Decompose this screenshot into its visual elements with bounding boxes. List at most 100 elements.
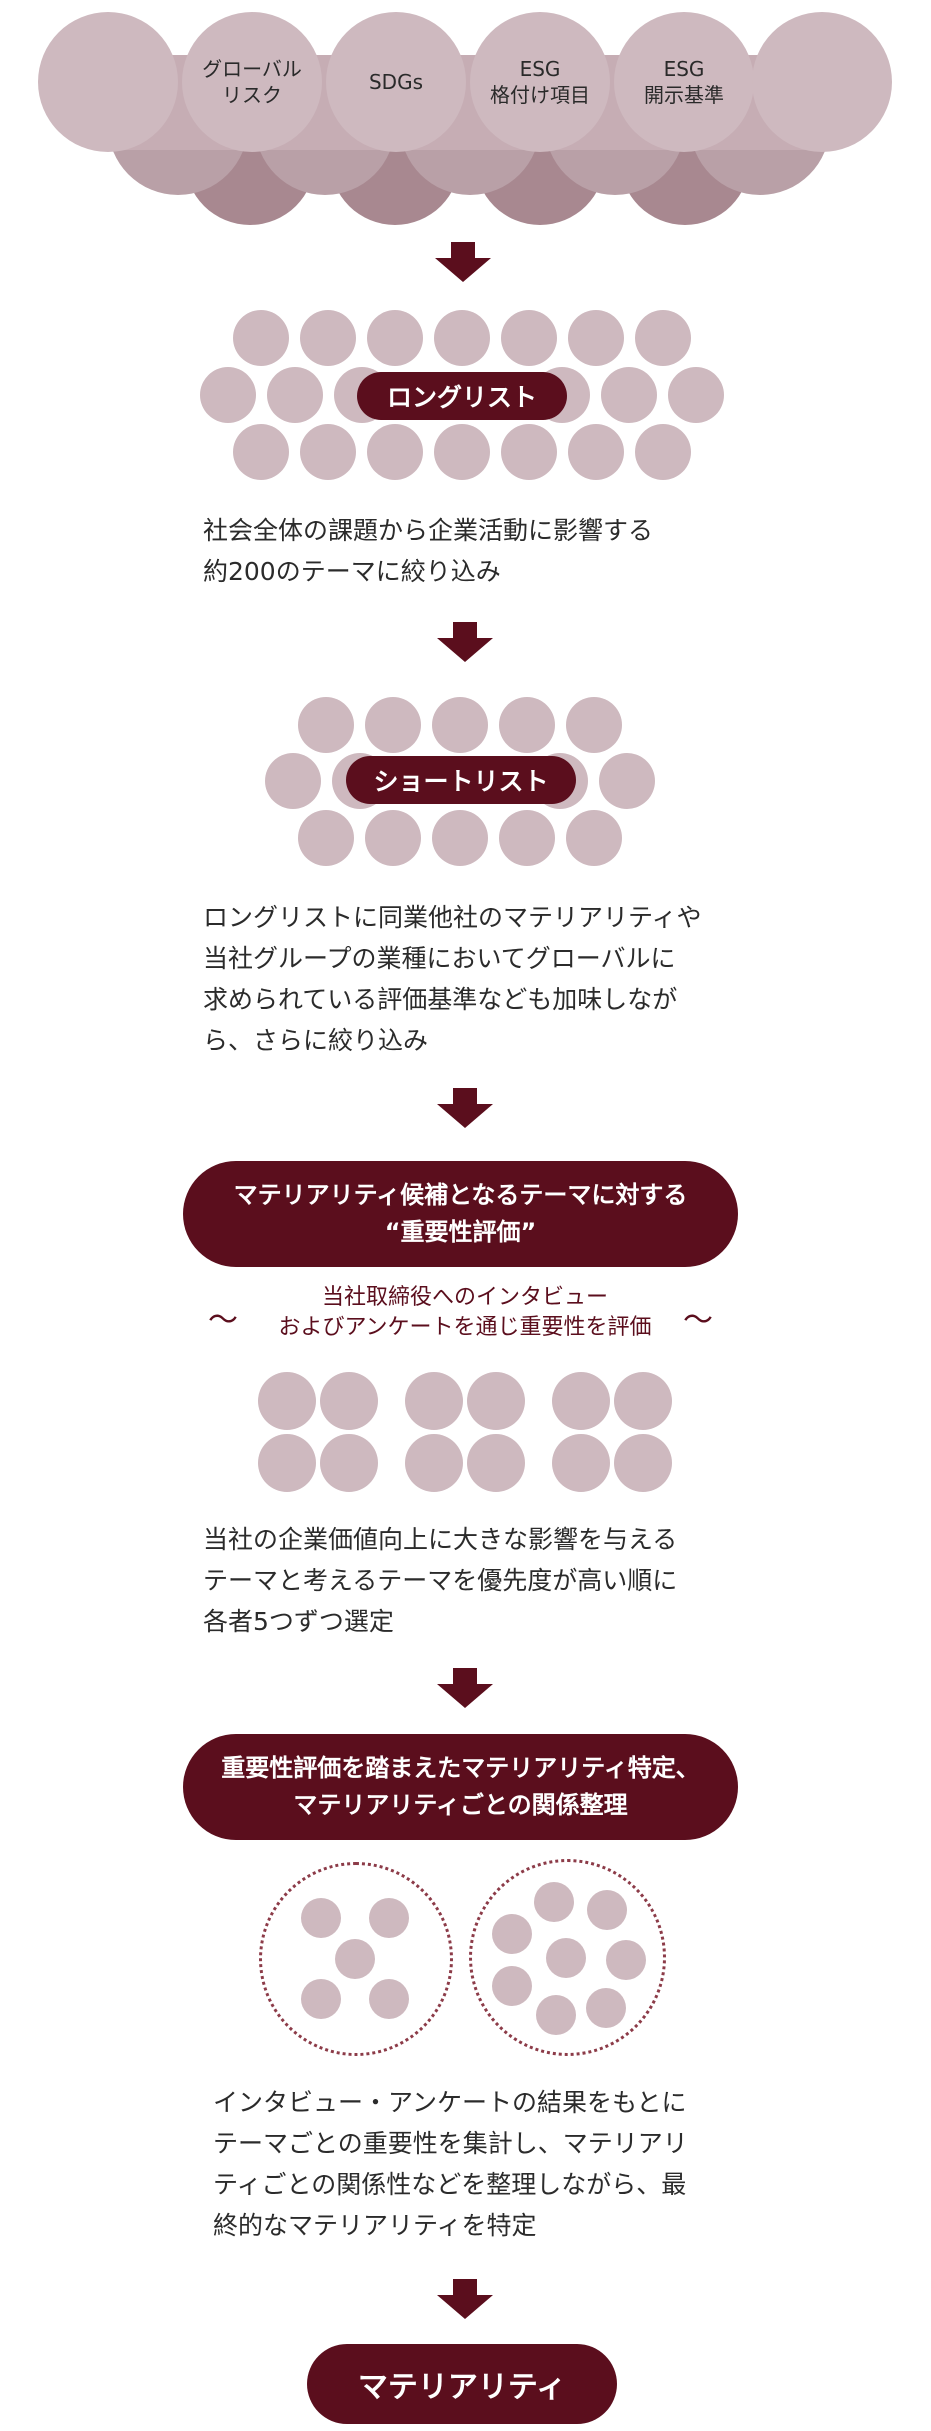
description-line: ら、さらに絞り込み <box>203 1026 429 1055</box>
identification-description: インタビュー・アンケートの結果をもとに テーマごとの重要性を集計し、マテリアリ … <box>213 2082 688 2246</box>
cluster-dot <box>534 1882 574 1922</box>
description-line: 終的なマテリアリティを特定 <box>213 2211 537 2240</box>
longlist-dot <box>233 310 289 366</box>
evaluation-dot <box>320 1434 378 1492</box>
cluster-dot <box>587 1890 627 1930</box>
down-arrow-icon <box>437 1088 493 1128</box>
source-label-global-risk: グローバル リスク <box>202 57 302 107</box>
dotted-cluster-left <box>259 1862 453 2056</box>
identification-pill-line: 重要性評価を踏まえたマテリアリティ特定、 <box>221 1754 700 1782</box>
source-circle-esg-disclosure <box>614 12 754 152</box>
evaluation-dot <box>552 1434 610 1492</box>
source-circle-sdgs <box>326 12 466 152</box>
evaluation-pill-line: マテリアリティ候補となるテーマに対する <box>233 1181 688 1209</box>
longlist-dot <box>300 424 356 480</box>
description-line: 当社グループの業種においてグローバルに <box>203 944 676 973</box>
evaluation-dot <box>552 1372 610 1430</box>
identification-pill: 重要性評価を踏まえたマテリアリティ特定、 マテリアリティごとの関係整理 <box>183 1734 738 1840</box>
evaluation-dot <box>405 1372 463 1430</box>
cluster-dot <box>335 1939 375 1979</box>
evaluation-description: 当社の企業価値向上に大きな影響を与える テーマと考えるテーマを優先度が高い順に … <box>203 1519 677 1642</box>
source-label-sdgs: SDGs <box>368 70 423 94</box>
cluster-dot <box>492 1914 532 1954</box>
evaluation-tilde-left: 〜 <box>208 1303 238 1338</box>
description-line: 当社の企業価値向上に大きな影響を与える <box>203 1525 678 1554</box>
description-line: テーマごとの重要性を集計し、マテリアリ <box>213 2129 688 2158</box>
longlist-dot <box>501 424 557 480</box>
subtitle-line: およびアンケートを通じ重要性を評価 <box>278 1315 652 1340</box>
description-line: 求められている評価基準なども加味しなが <box>203 985 678 1014</box>
longlist-dot <box>434 310 490 366</box>
description-line: テーマと考えるテーマを優先度が高い順に <box>203 1566 678 1595</box>
evaluation-pill-line: “重要性評価” <box>384 1218 537 1246</box>
source-label-esg-rating: ESG 格付け項目 <box>490 57 590 107</box>
longlist-pill: ロングリスト <box>357 372 567 420</box>
shortlist-dot <box>365 810 421 866</box>
evaluation-dot <box>467 1434 525 1492</box>
source-circle-global-risk <box>182 12 322 152</box>
materiality-pill-label: マテリアリティ <box>357 2370 567 2405</box>
shortlist-description: ロングリストに同業他社のマテリアリティや 当社グループの業種においてグローバルに… <box>203 897 702 1061</box>
shortlist-dot <box>265 753 321 809</box>
longlist-dot <box>568 310 624 366</box>
evaluation-tilde-right: 〜 <box>683 1303 713 1338</box>
source-circle <box>38 12 178 152</box>
cluster-dot <box>536 1995 576 2035</box>
cluster-dot <box>492 1966 532 2006</box>
longlist-dot <box>601 367 657 423</box>
shortlist-dot <box>365 697 421 753</box>
cluster-dot <box>369 1979 409 2019</box>
down-arrow-icon <box>435 242 491 282</box>
dotted-cluster-right <box>469 1859 666 2056</box>
longlist-dot <box>635 310 691 366</box>
evaluation-dot <box>614 1434 672 1492</box>
longlist-description: 社会全体の課題から企業活動に影響する 約200のテーマに絞り込み <box>203 510 653 592</box>
description-line: 社会全体の課題から企業活動に影響する <box>203 516 654 545</box>
longlist-dot <box>434 424 490 480</box>
down-arrow-icon <box>437 1668 493 1708</box>
source-circle-esg-rating <box>470 12 610 152</box>
description-line: インタビュー・アンケートの結果をもとに <box>213 2088 687 2117</box>
shortlist-dot <box>566 697 622 753</box>
cluster-dot <box>586 1988 626 2028</box>
evaluation-dot <box>405 1434 463 1492</box>
cluster-dot <box>369 1898 409 1938</box>
shortlist-dot <box>599 753 655 809</box>
shortlist-pill-label: ショートリスト <box>373 767 549 796</box>
longlist-dot <box>200 367 256 423</box>
shortlist-dot <box>298 697 354 753</box>
longlist-dot <box>635 424 691 480</box>
longlist-dot <box>367 310 423 366</box>
evaluation-pill: マテリアリティ候補となるテーマに対する “重要性評価” <box>183 1161 738 1267</box>
shortlist-dot <box>499 810 555 866</box>
evaluation-dot <box>258 1372 316 1430</box>
cluster-dot <box>546 1938 586 1978</box>
longlist-pill-label: ロングリスト <box>386 383 537 412</box>
description-line: ロングリストに同業他社のマテリアリティや <box>203 903 702 932</box>
evaluation-dot <box>258 1434 316 1492</box>
down-arrow-icon <box>437 622 493 662</box>
cluster-dot <box>301 1979 341 2019</box>
longlist-dot <box>668 367 724 423</box>
materiality-pill: マテリアリティ <box>307 2344 617 2424</box>
cluster-dot <box>606 1940 646 1980</box>
identification-pill-line: マテリアリティごとの関係整理 <box>293 1791 628 1819</box>
longlist-dot <box>501 310 557 366</box>
cluster-dot <box>301 1898 341 1938</box>
source-label-esg-disclosure: ESG 開示基準 <box>644 57 724 107</box>
evaluation-dot <box>467 1372 525 1430</box>
description-line: ティごとの関係性などを整理しながら、最 <box>213 2170 687 2199</box>
shortlist-dot <box>298 810 354 866</box>
shortlist-dot <box>432 810 488 866</box>
evaluation-dot <box>614 1372 672 1430</box>
longlist-dot <box>367 424 423 480</box>
source-circle <box>752 12 892 152</box>
longlist-dot <box>568 424 624 480</box>
evaluation-subtitle: 当社取締役へのインタビュー およびアンケートを通じ重要性を評価 <box>245 1283 685 1343</box>
shortlist-dot <box>566 810 622 866</box>
description-line: 各者5つずつ選定 <box>203 1607 394 1636</box>
longlist-dot <box>267 367 323 423</box>
shortlist-dot <box>499 697 555 753</box>
subtitle-line: 当社取締役へのインタビュー <box>321 1285 608 1310</box>
description-line: 約200のテーマに絞り込み <box>203 557 501 586</box>
